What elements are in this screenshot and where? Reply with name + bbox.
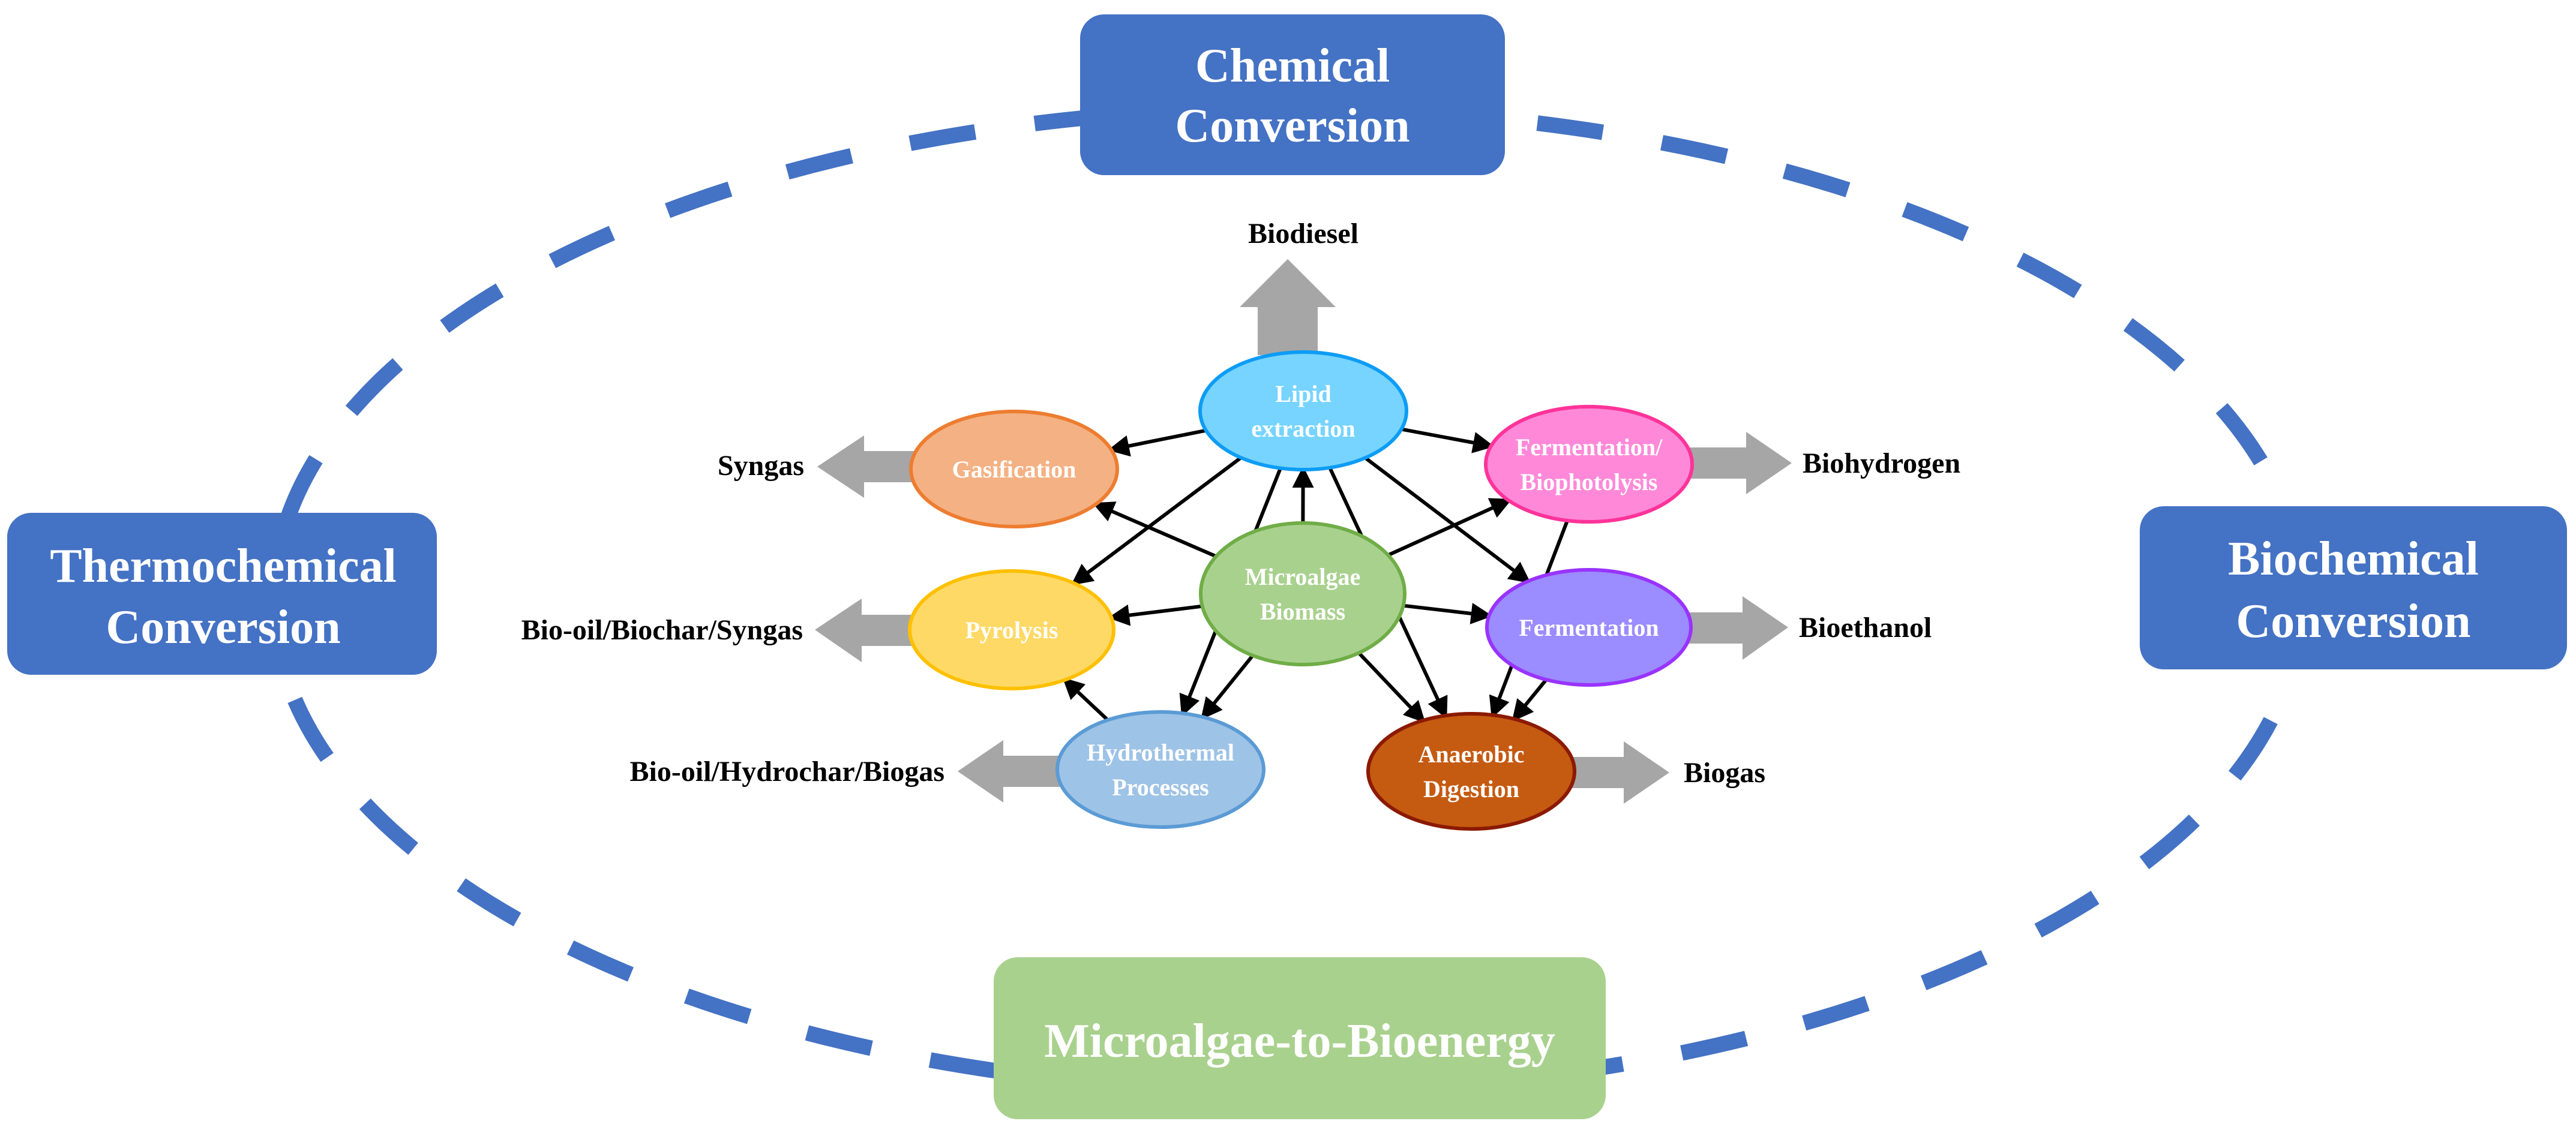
arrow-pyrolysis-products (815, 599, 918, 662)
hub-biochemical-line1: Biochemical (2228, 533, 2479, 585)
edge-lipid-to-fermentation (1364, 456, 1531, 584)
product-biodiesel: Biodiesel (1248, 218, 1359, 250)
node-pyrolysis: Pyrolysis (908, 569, 1115, 690)
edge-hydrothermal-to-pyrolysis (1062, 677, 1109, 722)
hub-biochemical-conversion: Biochemical Conversion (2140, 506, 2567, 669)
product-syngas: Syngas (718, 450, 804, 482)
product-pyrolysis: Bio-oil/Biochar/Syngas (521, 614, 803, 646)
product-biogas: Biogas (1684, 757, 1765, 789)
product-hydrothermal: Bio-oil/Hydrochar/Biogas (630, 756, 944, 788)
arrow-hydrothermal-products (958, 740, 1074, 803)
edge-biomass-to-anaerobic (1357, 651, 1426, 723)
hub-thermochemical-line2: Conversion (106, 601, 340, 654)
edge-lipid-to-pyrolysis (1070, 456, 1242, 585)
edge-fermentation-to-anaerobic (1512, 678, 1548, 722)
node-shape (909, 410, 1119, 528)
edge-biomass-to-fermentation (1403, 603, 1493, 624)
hub-thermochemical-line1: Thermochemical (50, 540, 397, 593)
arrow-syngas (817, 435, 924, 498)
node-label-line: Biomass (1260, 598, 1345, 625)
node-shape (1199, 521, 1407, 666)
hub-chemical-line2: Conversion (1175, 100, 1410, 152)
node-label-line: Fermentation (1519, 614, 1659, 641)
node-label-line: Fermentation/ (1516, 434, 1663, 461)
node-label-line: Anaerobic (1418, 741, 1524, 768)
hub-thermochemical-conversion: Thermochemical Conversion (7, 513, 437, 675)
node-label-line: Microalgae (1245, 563, 1361, 590)
product-biohydrogen: Biohydrogen (1803, 447, 1960, 479)
arrow-biodiesel (1240, 259, 1336, 355)
hub-chemical-conversion: Chemical Conversion (1080, 14, 1505, 175)
node-label-line: Digestion (1423, 776, 1519, 803)
edge-biomass-to-gasification (1092, 501, 1217, 558)
edge-biomass-to-pyrolysis (1108, 604, 1203, 626)
hub-chemical-line1: Chemical (1195, 40, 1390, 92)
product-bioethanol: Bioethanol (1799, 612, 1932, 644)
node-shape (1055, 710, 1265, 829)
hub-microalgae-to-bioenergy: Microalgae-to-Bioenergy (994, 957, 1606, 1119)
node-shape (1366, 712, 1576, 831)
hub-biochemical-line2: Conversion (2236, 595, 2470, 648)
node-lipid: Lipid extraction (1198, 350, 1408, 471)
node-gasification: Gasification (909, 410, 1119, 528)
arrow-biogas (1566, 741, 1669, 804)
node-shape (908, 569, 1115, 690)
node-shape (1198, 350, 1408, 471)
arrow-bioethanol (1680, 596, 1788, 660)
node-label-line: Biophotolysis (1521, 468, 1658, 495)
node-label-line: Lipid (1275, 380, 1331, 407)
product-arrows (815, 259, 1792, 804)
edge-lipid-to-ferm_bio (1401, 427, 1495, 453)
hub-central-label: Microalgae-to-Bioenergy (1044, 1015, 1555, 1068)
edge-biomass-to-hydrothermal (1201, 654, 1255, 720)
node-label-line: Hydrothermal (1087, 739, 1234, 766)
node-label-line: Processes (1112, 774, 1208, 801)
node-ferm-bio: Fermentation/Biophotolysis (1484, 405, 1694, 524)
node-label-line: Pyrolysis (965, 617, 1058, 644)
node-label-line: Gasification (952, 456, 1076, 483)
node-shape (1484, 405, 1694, 524)
node-label-line: extraction (1251, 415, 1355, 442)
edge-lipid-to-gasification (1107, 428, 1207, 457)
node-shape (1485, 568, 1693, 687)
node-fermentation: Fermentation (1485, 568, 1693, 687)
arrow-biohydrogen (1680, 432, 1792, 494)
edge-biomass-to-ferm_bio (1387, 498, 1512, 557)
